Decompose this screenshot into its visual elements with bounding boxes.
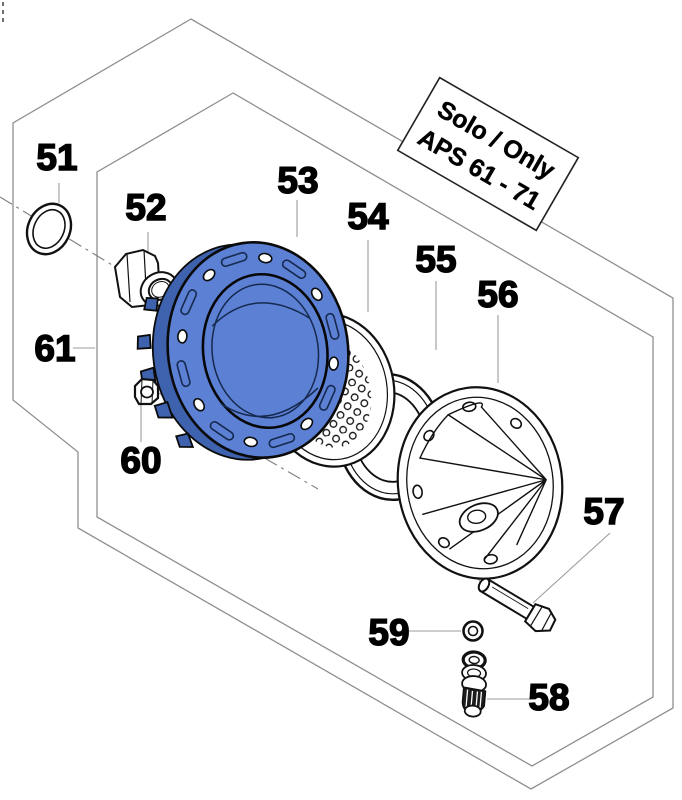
part-59-washer: [462, 620, 484, 642]
part-number-58: 58: [528, 677, 569, 718]
note-box-border: [396, 76, 580, 232]
flange-bolt-holes: [177, 252, 339, 448]
part-number-61: 61: [34, 328, 75, 369]
part-number-51: 51: [36, 137, 77, 178]
cover-bolt-holes: [412, 401, 523, 565]
part-number-54: 54: [347, 196, 389, 237]
part-number-56: 56: [477, 274, 518, 315]
part-58-valve: [461, 650, 487, 718]
part-number-labels: 51 52 53 54 55 56 57 58 59 60 61: [34, 136, 626, 719]
part-56-cover: [396, 386, 564, 580]
outer-frame-border: [12, 18, 674, 790]
bolt-hex-head: [523, 603, 557, 633]
part-number-59: 59: [368, 612, 409, 653]
flange-dome-contours: [211, 283, 320, 419]
part-number-53: 53: [277, 160, 318, 201]
part-51-oring: [25, 202, 73, 256]
part-number-55: 55: [415, 239, 456, 280]
flange-rim-slots: [176, 251, 340, 449]
part-number-57: 57: [583, 491, 624, 532]
part-52-fitting: [113, 248, 179, 309]
part-57-bolt: [477, 577, 557, 633]
leader-57: [532, 532, 611, 604]
flange-opening-dome: [201, 272, 329, 430]
part-53-flange: [136, 241, 350, 461]
part-number-52: 52: [125, 187, 166, 228]
inner-frame-border: [96, 92, 654, 767]
note-box: Solo / Only APS 61 - 71: [396, 76, 580, 232]
part-number-60: 60: [120, 440, 161, 481]
part-60-nut: [133, 377, 160, 406]
